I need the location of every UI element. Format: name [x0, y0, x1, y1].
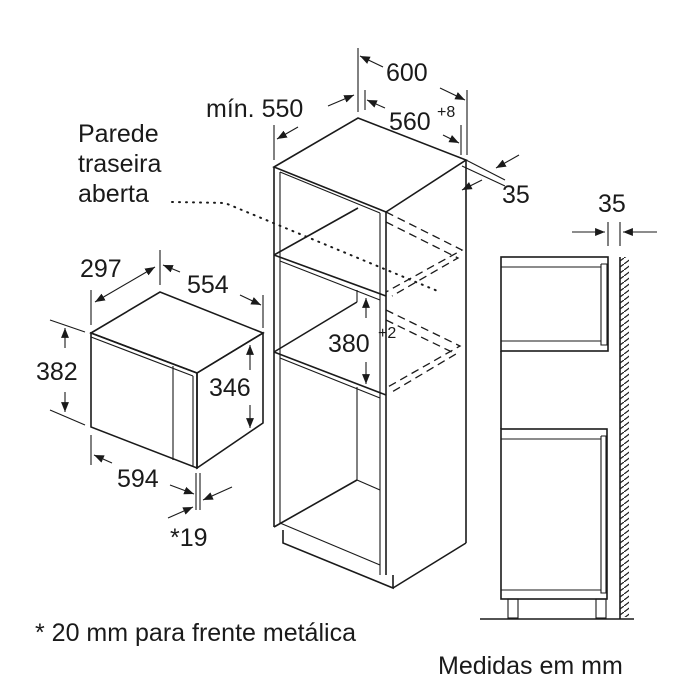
- dim-cabinet-depth-min: mín. 550: [206, 95, 303, 123]
- footnote: * 20 mm para frente metálica: [35, 619, 356, 647]
- appliance-top: [89, 291, 265, 374]
- dim-niche-width-tolerance: +8: [437, 104, 455, 121]
- dim-appliance-body-height: 346: [209, 374, 251, 402]
- wall-note-line-2: traseira: [78, 150, 161, 178]
- dim-side-gap: 35: [598, 190, 626, 218]
- dim-front-thickness: *19: [170, 524, 208, 552]
- wall-hatch: [620, 257, 629, 617]
- leg: [507, 598, 519, 619]
- wall-note-line-1: Parede: [78, 120, 159, 148]
- dim-appliance-depth: 297: [80, 255, 122, 283]
- dim-back-gap: 35: [502, 181, 530, 209]
- dim-appliance-width: 554: [187, 271, 229, 299]
- wall-note-line-3: aberta: [78, 180, 149, 208]
- dim-niche-width: 560: [389, 108, 431, 136]
- side-view-drawing: [480, 222, 657, 620]
- units-note: Medidas em mm: [438, 652, 623, 680]
- cabinet-drawing: [171, 48, 520, 590]
- dim-appliance-front-width: 594: [117, 465, 159, 493]
- appliance-side: [196, 331, 264, 470]
- cabinet-top: [272, 117, 468, 213]
- upper-unit: [500, 256, 609, 352]
- dim-niche-height-tolerance: +2: [378, 325, 396, 342]
- dim-niche-height: 380: [328, 330, 370, 358]
- appliance-drawing: [49, 250, 265, 519]
- dim-cabinet-width: 600: [386, 59, 428, 87]
- appliance-front: [90, 331, 198, 470]
- dim-appliance-height: 382: [36, 358, 78, 386]
- lower-unit: [500, 428, 608, 600]
- leg: [595, 598, 607, 619]
